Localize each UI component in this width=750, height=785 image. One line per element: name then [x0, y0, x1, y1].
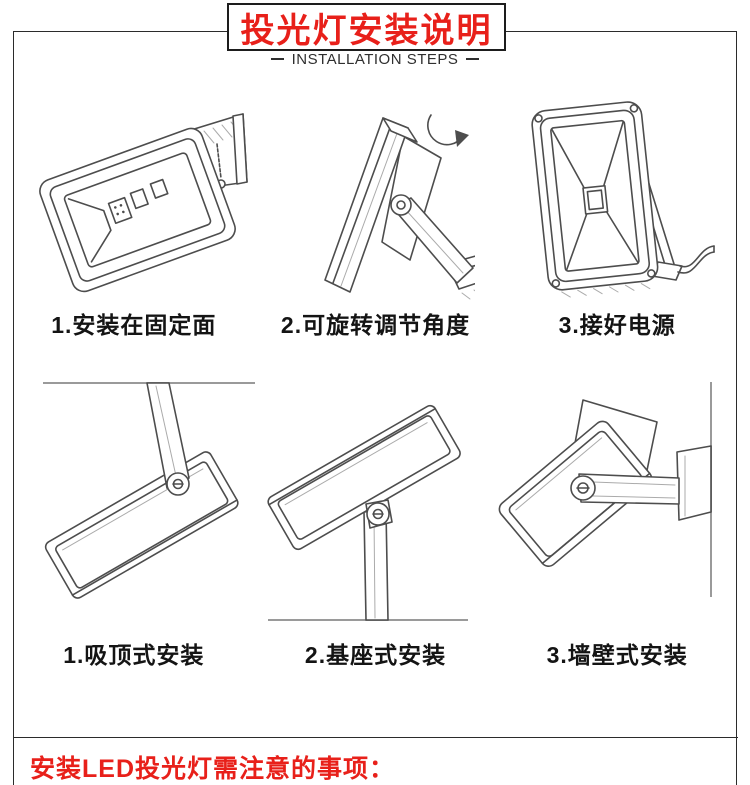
captions-row2: 1.吸顶式安装 2.基座式安装 3.墙壁式安装 — [13, 636, 738, 670]
floodlight-wall-mount-illustration — [498, 382, 712, 597]
step1-caption: 1.安装在固定面 — [51, 312, 217, 338]
lamp-panel — [324, 117, 418, 293]
floodlight-body — [39, 127, 236, 293]
page-subtitle: INSTALLATION STEPS — [291, 50, 459, 68]
subtitle-right-dash — [466, 58, 480, 60]
step6-figure — [495, 370, 720, 610]
page-subtitle-row: INSTALLATION STEPS — [0, 50, 750, 68]
rotate-arrow-icon — [427, 114, 469, 147]
wall-plate — [676, 445, 712, 521]
floodlight-base-mount-illustration — [267, 404, 468, 621]
step3-caption: 3.接好电源 — [558, 312, 676, 338]
floodlight-body — [44, 451, 239, 599]
step3-figure — [528, 92, 733, 302]
section-divider — [13, 737, 738, 738]
floodlight-rotatable-illustration — [324, 114, 475, 300]
step6-caption: 3.墙壁式安装 — [546, 642, 688, 668]
power-cord — [677, 245, 715, 274]
step2-caption: 2.可旋转调节角度 — [280, 312, 471, 338]
bracket-arm — [570, 473, 680, 505]
step4-caption: 1.吸顶式安装 — [63, 642, 205, 668]
step2-figure — [300, 92, 475, 302]
floodlight-body — [531, 101, 659, 298]
bracket-arm — [390, 194, 474, 284]
subtitle-left-dash — [270, 58, 284, 60]
page-title-box: 投光灯安装说明 — [227, 3, 506, 51]
floodlight-fixed-surface-illustration — [39, 113, 248, 293]
floodlight-power-illustration — [531, 101, 715, 298]
step1-figure — [35, 88, 255, 303]
page-title: 投光灯安装说明 — [240, 11, 493, 50]
captions-row1: 1.安装在固定面 2.可旋转调节角度 3.接好电源 — [13, 306, 738, 340]
step5-figure — [260, 392, 475, 632]
pivot-joint — [365, 499, 393, 529]
notes-heading: 安装LED投光灯需注意的事项： — [30, 755, 396, 783]
step4-figure — [35, 376, 260, 611]
floodlight-body — [267, 404, 461, 551]
floodlight-ceiling-mount-illustration — [43, 382, 255, 599]
bracket-arm — [146, 382, 190, 496]
step5-caption: 2.基座式安装 — [304, 642, 447, 668]
